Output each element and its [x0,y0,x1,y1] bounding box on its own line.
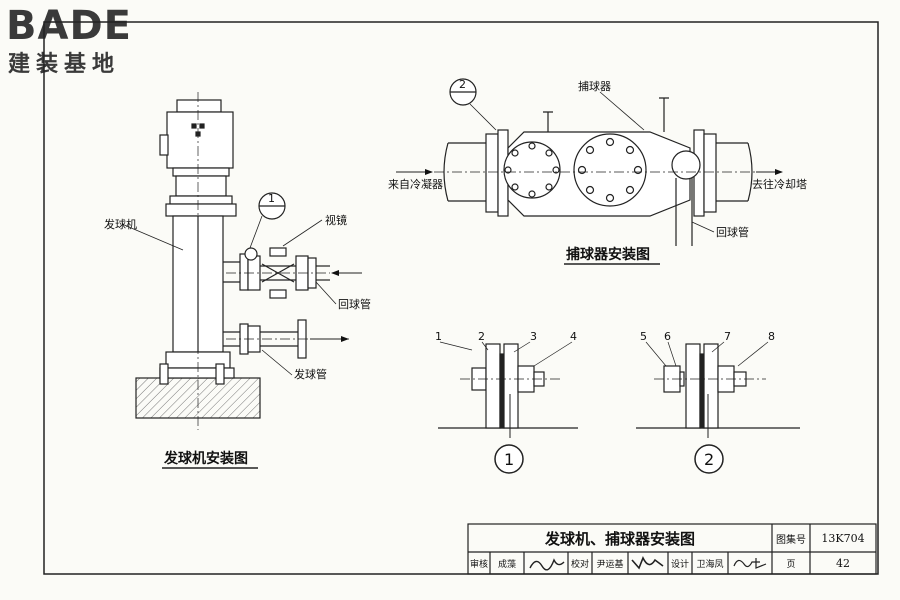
outlet-flange [703,133,717,213]
detail-number-2: 2 [478,330,485,343]
label-generator: 发球机 [104,217,137,231]
callout-1-number: 1 [268,192,275,205]
bade-logo: BADE 建装基地 [6,4,176,82]
detail-number-8: 8 [768,330,775,343]
callout-2-number: 2 [459,78,466,91]
generator-title: 发球机安装图 [163,450,248,467]
detail-1-drawing [438,341,578,474]
generator-drawing [121,92,362,430]
sight-glass [244,247,258,261]
checker-signature-mark [631,556,664,570]
motor-housing [166,111,234,169]
detail-2-drawing [636,341,800,474]
label-sight-glass: 视镜 [325,213,347,227]
atlas-label: 图集号 [776,534,806,546]
reviewer-signature [524,552,568,574]
page-label: 页 [786,559,796,570]
design-label: 设计 [670,559,689,570]
detail-number-1: 1 [435,330,442,343]
catcher-title: 捕球器安装图 [566,246,650,263]
designer-signature-mark [733,558,767,569]
label-return-pipe-left: 回球管 [338,297,371,311]
checker-name: 尹运基 [596,559,624,570]
detail-marker-2 [694,444,724,474]
catcher-drawing [396,78,783,246]
drawing-title: 发球机、捕球器安装图 [544,529,695,548]
label-launch-pipe: 发球管 [294,367,327,381]
page-number: 42 [836,556,850,570]
detail-number-3: 3 [530,330,537,343]
detail-number-6: 6 [664,330,671,343]
detail-marker-1-label: 1 [504,450,514,469]
label-return-pipe-right: 回球管 [716,225,749,239]
detail-marker-1 [494,444,524,474]
checker-signature [628,552,668,574]
detail-number-7: 7 [724,330,731,343]
detail-number-4: 4 [570,330,577,343]
check-label: 校对 [570,559,589,570]
label-catcher: 捕球器 [578,79,611,93]
inlet-flange [485,133,499,213]
designer-name: 卫海凤 [696,559,724,570]
detail-marker-2-label: 2 [704,450,714,469]
label-outlet: 去往冷却塔 [752,177,807,191]
title-block: 发球机、捕球器安装图 图集号 13K704 审核 成藻 校对 尹运基 设计 卫海… [468,524,876,574]
logo-subtext: 建装基地 [8,52,121,77]
atlas-number: 13K704 [821,531,865,545]
title-block-grid [467,523,877,575]
designer-signature [728,552,772,574]
reviewer-signature-mark [529,558,565,571]
review-label: 审核 [469,559,488,570]
reviewer-name: 成藻 [497,559,516,570]
detail-number-5: 5 [640,330,647,343]
drawing-frame [43,21,879,575]
logo-text: BADE [6,3,132,49]
label-inlet: 来自冷凝器 [388,177,443,191]
